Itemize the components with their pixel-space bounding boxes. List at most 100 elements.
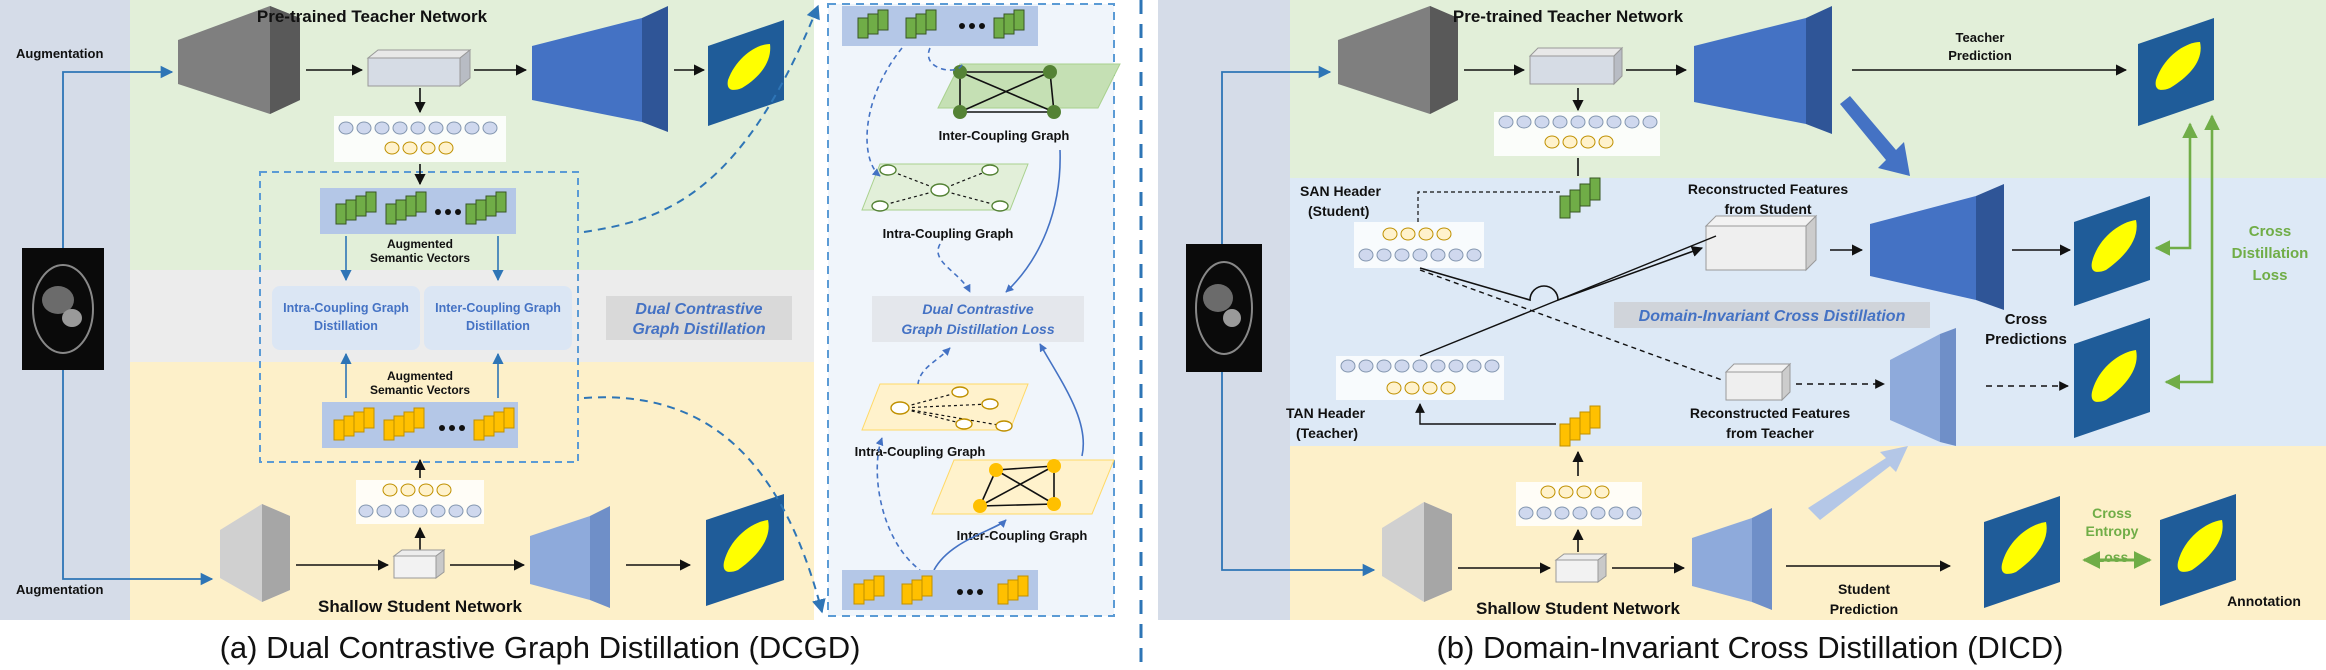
green-vector-b <box>1559 177 1601 219</box>
student-prediction-b <box>1984 496 2060 608</box>
dcgd-module-box <box>259 171 579 463</box>
teacher-prediction-a <box>708 20 784 126</box>
san-header-l2: (Student) <box>1308 203 1369 219</box>
loss-label-l2: Graph Distillation Loss <box>901 321 1054 337</box>
inter-distill-l1: Inter-Coupling Graph <box>435 301 561 315</box>
student-title-a: Shallow Student Network <box>318 597 523 616</box>
teacher-feature-block-a <box>366 48 472 88</box>
yellow-vector-b <box>1559 405 1601 447</box>
augment-arrow-bottom <box>62 370 214 586</box>
inter-coupling-graph-top <box>937 63 1121 119</box>
student-band-b <box>1290 446 2326 620</box>
inter-distillation-box <box>424 286 572 350</box>
annotation-image <box>2160 494 2236 606</box>
detail-yellow-vectors <box>842 570 1038 610</box>
teacher-prediction-l2: Prediction <box>1948 48 2012 63</box>
intra-distill-l1: Intra-Coupling Graph <box>283 301 409 315</box>
cross-decoder-top <box>1870 184 2004 310</box>
aug-sem-vec-top-l1: Augmented <box>387 237 453 251</box>
inter-graph-top-label: Inter-Coupling Graph <box>939 128 1070 143</box>
student-prediction-a <box>706 494 784 606</box>
caption-b: (b) Domain-Invariant Cross Distillation … <box>1436 630 2063 665</box>
teacher-semantic-vectors-a <box>334 116 506 162</box>
student-encoder-a <box>220 504 290 602</box>
teacher-encoder-b <box>1338 6 1458 114</box>
san-header-l1: SAN Header <box>1300 183 1381 199</box>
teacher-prediction-l1: Teacher <box>1956 30 2005 45</box>
student-prediction-l2: Prediction <box>1830 601 1898 617</box>
augmentation-label-top: Augmentation <box>16 46 103 61</box>
dicd-label: Domain-Invariant Cross Distillation <box>1639 308 1906 325</box>
student-title-b: Shallow Student Network <box>1476 599 1681 618</box>
connector-bottom <box>583 396 826 614</box>
ct-input-image-a <box>22 248 104 370</box>
teacher-title-a: Pre-trained Teacher Network <box>257 7 488 26</box>
detail-green-vectors <box>842 6 1038 46</box>
teacher-decoder-b <box>1694 6 1832 134</box>
student-feature-block-b <box>1554 553 1608 583</box>
annotation-label: Annotation <box>2227 593 2301 609</box>
student-prediction-l1: Student <box>1838 581 1890 597</box>
tan-header-vectors <box>1336 356 1504 400</box>
recon-student-block <box>1704 214 1818 272</box>
connector-top <box>583 4 820 233</box>
student-decoder-b <box>1692 508 1772 610</box>
teacher-semantic-vectors-b <box>1494 112 1660 156</box>
student-to-cross-arrow <box>1808 446 1908 520</box>
inter-distill-l2: Distillation <box>466 319 530 333</box>
loss-label-l1: Dual Contrastive <box>922 301 1033 317</box>
aug-sem-vec-bottom-l1: Augmented <box>387 369 453 383</box>
recon-student-l2: from Student <box>1724 201 1811 217</box>
intra-graph-top-label: Intra-Coupling Graph <box>883 226 1014 241</box>
tan-to-recon-student <box>1419 235 1717 357</box>
cross-loss-arrow-bottom <box>2164 114 2220 390</box>
teacher-prediction-b <box>2138 18 2214 126</box>
student-encoder-b <box>1382 502 1452 602</box>
teacher-decoder-a <box>532 6 668 132</box>
cross-prediction-bottom <box>2074 318 2150 438</box>
teacher-feature-block-b <box>1528 46 1624 86</box>
student-semantic-vectors-a <box>356 480 484 524</box>
cross-distill-loss-l3: Loss <box>2252 267 2287 284</box>
student-feature-block-a <box>392 549 446 579</box>
cross-distill-loss-l1: Cross <box>2249 223 2292 240</box>
cross-predictions-l2: Predictions <box>1985 331 2067 348</box>
san-to-recon-student <box>1419 246 1704 302</box>
dcgd-label-l1: Dual Contrastive <box>635 301 762 318</box>
dicd-label-box <box>1614 302 1930 328</box>
teacher-encoder-a <box>178 6 300 114</box>
intra-coupling-graph-bottom <box>861 383 1029 432</box>
tan-header-l1: TAN Header <box>1286 405 1366 421</box>
augmented-vectors-yellow <box>322 402 518 448</box>
cross-entropy-l3: Loss <box>2096 549 2129 565</box>
tan-header-l2: (Teacher) <box>1296 425 1358 441</box>
san-header-vectors <box>1354 222 1484 268</box>
recon-student-l1: Reconstructed Features <box>1688 181 1848 197</box>
caption-a: (a) Dual Contrastive Graph Distillation … <box>220 630 861 665</box>
recon-teacher-block <box>1724 362 1792 402</box>
intra-coupling-graph-top <box>861 163 1029 212</box>
intra-distill-l2: Distillation <box>314 319 378 333</box>
teacher-to-san-arrow <box>1840 96 1910 176</box>
cross-prediction-top <box>2074 196 2150 306</box>
dcgd-label-box <box>606 296 792 340</box>
augment-arrow-top <box>62 65 174 248</box>
recon-teacher-l2: from Teacher <box>1726 425 1814 441</box>
inter-graph-bottom-label: Inter-Coupling Graph <box>957 528 1088 543</box>
aug-sem-vec-bottom-l2: Semantic Vectors <box>370 383 470 397</box>
inter-coupling-graph-bottom <box>931 459 1115 515</box>
graph-distillation-loss-box <box>872 296 1084 342</box>
augmentation-label-bottom: Augmentation <box>16 582 103 597</box>
dcgd-label-l2: Graph Distillation <box>632 321 766 338</box>
aug-sem-vec-top-l2: Semantic Vectors <box>370 251 470 265</box>
recon-teacher-l1: Reconstructed Features <box>1690 405 1850 421</box>
augmented-vectors-green <box>320 188 516 234</box>
intra-distillation-box <box>272 286 420 350</box>
panel-b-backgrounds <box>1158 0 2326 620</box>
cross-entropy-l1: Cross <box>2092 505 2132 521</box>
cross-entropy-l2: Entropy <box>2086 523 2139 539</box>
intra-graph-bottom-label: Intra-Coupling Graph <box>855 444 986 459</box>
cross-distill-loss-l2: Distillation <box>2232 245 2309 262</box>
teacher-title-b: Pre-trained Teacher Network <box>1453 7 1684 26</box>
